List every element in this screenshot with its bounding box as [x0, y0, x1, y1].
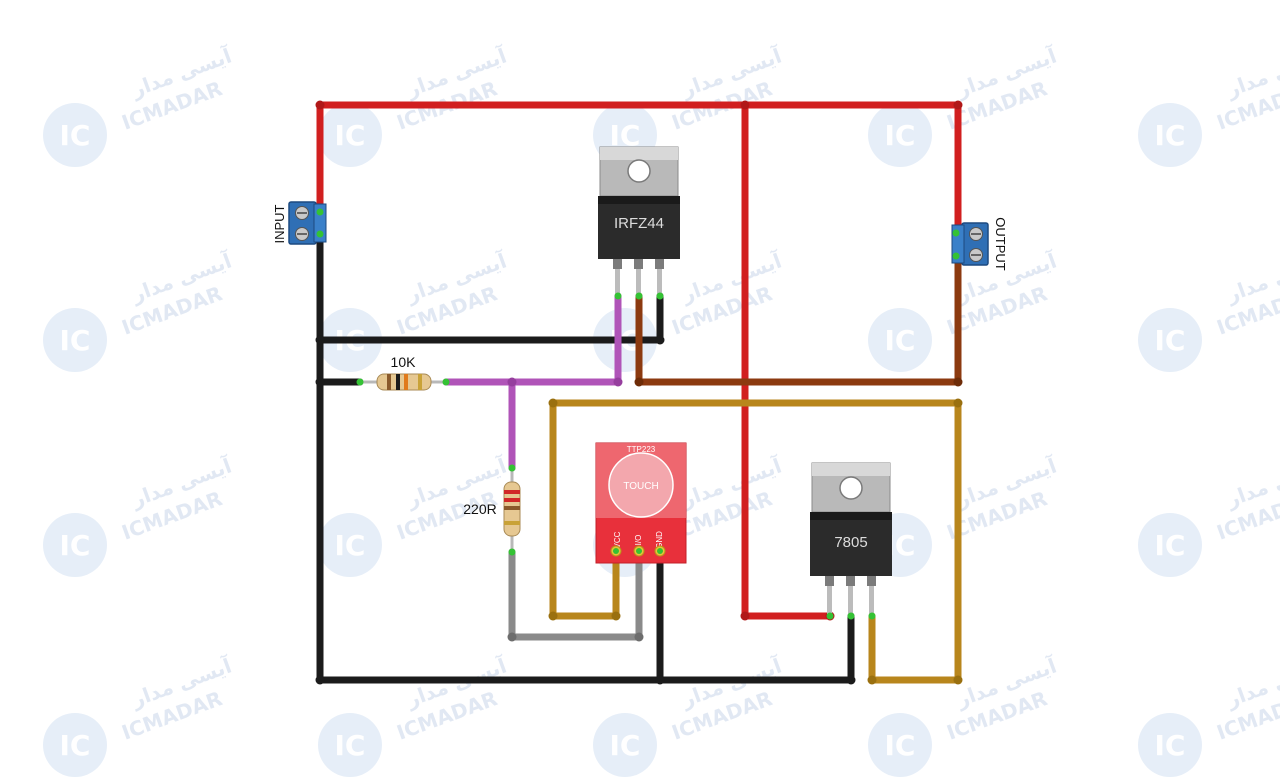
watermark-logo-circle: [43, 713, 107, 777]
watermark-logo-letters: IC: [335, 529, 366, 562]
output-terminal-label: OUTPUT: [993, 217, 1008, 271]
watermark-logo-letters: IC: [885, 119, 916, 152]
watermark-logo-circle: [1138, 308, 1202, 372]
resistor-220r: 220R: [463, 464, 521, 556]
junctions-gold: [548, 398, 963, 685]
mosfet-label: IRFZ44: [614, 215, 664, 232]
output-terminal: OUTPUT: [951, 217, 1008, 271]
watermark-logo-circle: [593, 713, 657, 777]
touch-module-ttp223: TTP223 TOUCH VCC I/O GND: [595, 442, 687, 564]
watermark-logo-letters: IC: [885, 324, 916, 357]
watermark-logo-circle: [43, 513, 107, 577]
watermark-logo-circle: [868, 713, 932, 777]
watermark-logo-letters: IC: [335, 119, 366, 152]
junctions: [315, 335, 856, 685]
watermark-logo-circle: [868, 308, 932, 372]
watermark-logo-letters: IC: [60, 119, 91, 152]
touch-pin-io: I/O: [634, 535, 643, 546]
watermark-logo-circle: [1138, 513, 1202, 577]
touch-module-title: TTP223: [627, 445, 656, 454]
touch-pad-label: TOUCH: [623, 481, 658, 492]
watermark-logo-circle: [318, 103, 382, 167]
resistor-10k-label: 10K: [391, 354, 417, 370]
wire-gold-5v: [549, 399, 962, 684]
resistor-220r-label: 220R: [463, 501, 496, 517]
watermark-logo-letters: IC: [60, 529, 91, 562]
watermark-logo-letters: IC: [885, 729, 916, 762]
wire-black-main: [316, 230, 855, 684]
wire-red-top: [316, 101, 962, 236]
watermark-logo-circle: [318, 713, 382, 777]
watermark-logo-letters: IC: [1155, 729, 1186, 762]
watermark-logo-letters: IC: [1155, 529, 1186, 562]
touch-pin-gnd: GND: [655, 531, 664, 549]
touch-pin-vcc: VCC: [613, 531, 622, 548]
watermark-logo-letters: IC: [1155, 119, 1186, 152]
input-terminal-label: INPUT: [272, 204, 287, 243]
watermark-logo-circle: [43, 308, 107, 372]
wire-brown-drain: [635, 252, 962, 386]
watermark-logo-letters: IC: [610, 729, 641, 762]
watermark-logo-letters: IC: [1155, 324, 1186, 357]
regulator-label: 7805: [834, 534, 867, 551]
watermark-logo-letters: IC: [60, 729, 91, 762]
watermark-logo-circle: [318, 513, 382, 577]
wire-gray-io: [508, 547, 643, 641]
touch-pad: [608, 452, 674, 518]
watermark-logo-letters: IC: [60, 324, 91, 357]
watermark-logo-circle: [1138, 713, 1202, 777]
input-terminal: INPUT: [272, 201, 327, 245]
resistor-10k: 10K: [356, 354, 450, 391]
watermark-logo-circle: [1138, 103, 1202, 167]
watermark-logo-circle: [868, 103, 932, 167]
junctions-other: [507, 377, 963, 642]
watermark-logo-circle: [43, 103, 107, 167]
regulator-7805: 7805: [810, 462, 892, 620]
mosfet-irfz44: IRFZ44: [598, 146, 680, 300]
watermark-logo-letters: IC: [335, 729, 366, 762]
